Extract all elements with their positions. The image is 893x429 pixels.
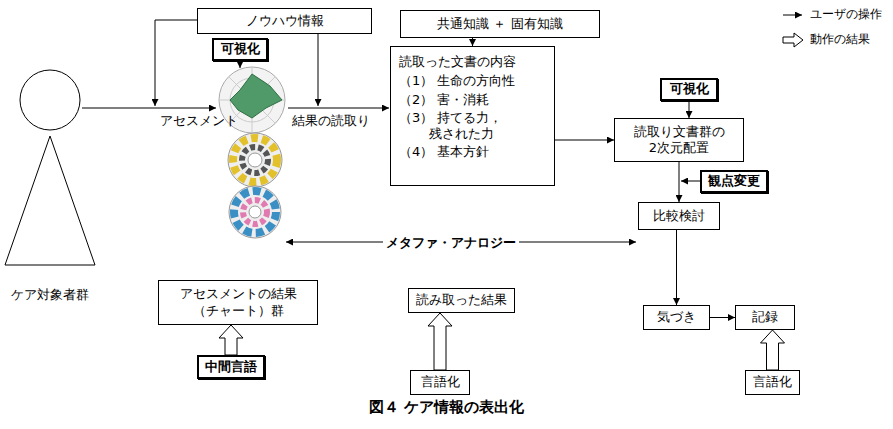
node-text: 記録 [752,309,778,325]
node-item: （4） 基本方針 [399,144,489,160]
node-text: 気づき [657,309,696,325]
person-head [20,70,80,130]
node-text: 比較検討 [653,208,705,224]
knowhow-line [155,20,197,106]
legend-text: ユーザの操作 [810,6,882,23]
node-text: 観点変更 [708,173,760,189]
flow-label: 結果の読取り [292,112,370,130]
flow-arrow [555,140,614,141]
info-box: ノウハウ情報 [197,8,372,34]
action-box: 言語化 [410,370,470,395]
node-text: 読取った文書の内容 [399,54,516,70]
node-text: 読み取った結果 [416,292,507,308]
person-body [5,136,95,265]
flow-arrow [689,101,690,118]
legend-item: 動作の結果 [782,31,870,48]
process-box: 記録 [735,305,795,330]
node-item: （3） 持てる力， 残された力 [399,110,546,143]
person-figure: ケア対象者群 [0,68,100,303]
read-arrow [288,108,389,109]
person-outline [0,68,100,303]
relation-label: メタファ・アナロジー [383,234,519,252]
visualize-arrow [240,61,241,68]
node-item: （2） 害・消耗 [399,92,489,108]
flow-arrow [676,230,677,305]
knowledge-box: 共通知識 ＋ 固有知識 [400,10,600,38]
knowhow-line [318,34,319,106]
process-box: 読取り文書群の 2次元配置 [614,118,744,162]
content-box: 読取った文書の内容 （1） 生命の方向性 （2） 害・消耗 （3） 持てる力， 残され… [390,46,555,186]
node-text: 共通知識 ＋ 固有知識 [437,16,562,32]
result-box: 読み取った結果 [408,288,515,313]
flow-arrow [472,38,473,46]
node-text: 読取り文書群の 2次元配置 [618,124,740,157]
node-text: 中間言語 [205,359,257,375]
result-box: アセスメントの結果 （チャート）群 [158,280,318,325]
legend-item: ユーザの操作 [782,6,882,23]
result-arrow [428,313,452,370]
legend-sample [782,7,804,23]
ring-chart [229,186,281,238]
node-text: 言語化 [421,374,460,390]
action-label: 観点変更 [700,170,768,193]
process-box: 比較検討 [638,202,720,230]
figure-caption: 図４ ケア情報の表出化 [0,398,893,417]
result-arrow [219,325,243,355]
node-text: ノウハウ情報 [246,13,324,29]
node-text: 言語化 [753,374,792,390]
node-text: 可視化 [670,81,709,97]
assessment-arrow [82,108,216,109]
ring-chart [228,133,282,187]
node-item: （1） 生命の方向性 [399,73,515,89]
node-text: ケア対象者群 [11,287,89,303]
legend-text: 動作の結果 [810,31,870,48]
node-text: 可視化 [221,41,260,57]
action-label: 中間言語 [197,355,265,379]
process-box: 気づき [643,305,710,330]
viewpoint-arrow [681,181,700,182]
legend-sample [782,32,804,48]
action-label: 可視化 [212,38,268,61]
node-text: アセスメントの結果 （チャート）群 [162,286,314,319]
result-arrow [761,330,785,370]
flow-label: アセスメント [160,112,238,130]
flow-arrow [710,317,735,318]
action-box: 言語化 [745,370,800,395]
flow-arrow [679,162,680,202]
action-label: 可視化 [660,78,718,101]
